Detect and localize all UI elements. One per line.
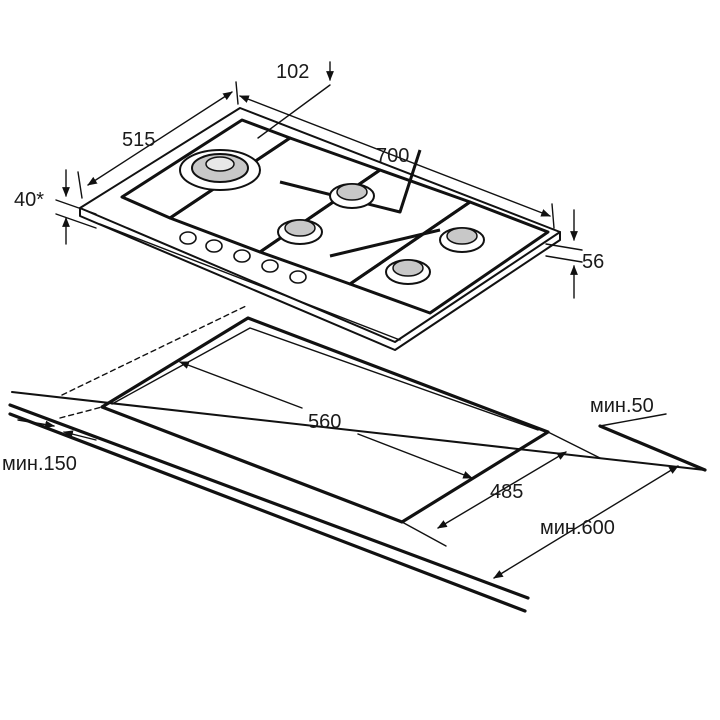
dim-485-ext-top — [547, 431, 601, 459]
cutout — [59, 304, 550, 524]
dim-40-ext-bottom — [55, 213, 97, 229]
grate-rib-2 — [329, 228, 441, 258]
dim-56-ext-bottom — [545, 255, 583, 263]
dim-700-ext — [551, 203, 555, 229]
countertop-back-edge — [11, 391, 706, 471]
label-56: 56 — [582, 251, 604, 273]
control-knobs — [179, 231, 307, 284]
label-485: 485 — [490, 481, 523, 503]
dimension-labels: 102 515 700 40* 56 560 485 мин.50 мин.15… — [2, 61, 654, 539]
label-min600: мин.600 — [540, 517, 615, 539]
knob-3 — [233, 249, 251, 263]
knob-2 — [205, 239, 223, 253]
knob-5 — [289, 270, 307, 284]
cutout-projection-1 — [59, 406, 103, 419]
dim-700-line — [239, 95, 551, 217]
burner-front-right — [385, 259, 431, 285]
dim-min150-arrow-right — [63, 430, 97, 441]
label-40: 40* — [14, 189, 44, 211]
label-515: 515 — [122, 129, 155, 151]
dim-56-ext-top — [545, 243, 583, 251]
dim-min50-leader — [599, 413, 667, 427]
label-min150: мин.150 — [2, 453, 77, 475]
dim-515-ext-left — [77, 171, 83, 199]
label-560: 560 — [308, 411, 341, 433]
countertop-front-edge — [8, 403, 530, 600]
dim-102-line — [257, 84, 331, 139]
grate-right — [348, 200, 550, 315]
dim-560-right — [357, 433, 473, 479]
label-700: 700 — [376, 145, 409, 167]
dim-40-ext-top — [55, 199, 97, 215]
cutout-projection-2 — [61, 304, 249, 396]
burner-back-right — [439, 227, 485, 253]
knob-1 — [179, 231, 197, 245]
wok-burner — [179, 149, 261, 191]
dim-485-ext-bottom — [401, 521, 447, 547]
dim-min150-arrow-left — [17, 419, 55, 429]
countertop-front-edge-lower — [8, 412, 527, 613]
cutout-inner-edge — [111, 327, 539, 431]
dim-560-left — [179, 361, 303, 409]
dimension-lines — [17, 61, 679, 579]
burner-front-middle — [277, 219, 323, 245]
dim-515-ext-right — [235, 81, 239, 105]
dim-515-line — [87, 91, 233, 186]
countertop-right-edge — [598, 424, 707, 472]
hob-thickness — [79, 207, 561, 351]
burner-back-middle — [329, 183, 375, 209]
knob-4 — [261, 259, 279, 273]
label-102: 102 — [276, 61, 309, 83]
countertop — [8, 391, 707, 613]
hob-front-bevel — [99, 223, 401, 341]
label-min50: мин.50 — [590, 395, 654, 417]
dim-min600-line — [493, 465, 679, 579]
